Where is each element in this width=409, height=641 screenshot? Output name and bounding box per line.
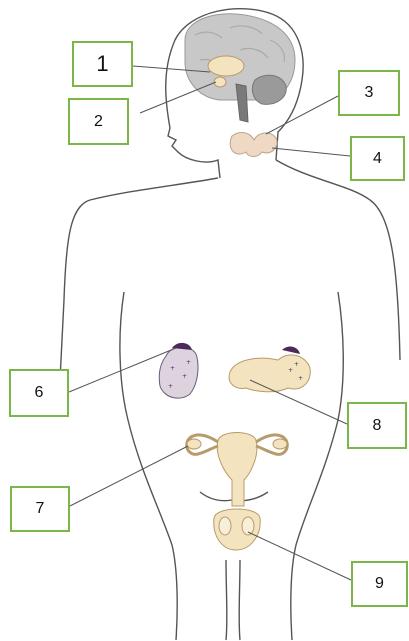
label-number-6: 6 xyxy=(35,384,44,402)
ovaries-uterus xyxy=(187,433,288,507)
label-number-8: 8 xyxy=(373,417,382,435)
svg-text:+: + xyxy=(294,361,299,368)
label-number-4: 4 xyxy=(373,150,382,168)
svg-text:+: + xyxy=(170,365,175,372)
svg-text:+: + xyxy=(168,383,173,390)
svg-text:+: + xyxy=(186,359,191,366)
label-box-1: 1 xyxy=(72,41,133,87)
brain xyxy=(185,14,295,122)
label-number-1: 1 xyxy=(96,51,108,77)
label-box-9: 9 xyxy=(351,561,408,607)
label-number-3: 3 xyxy=(365,84,374,102)
label-box-4: 4 xyxy=(350,136,405,181)
label-number-9: 9 xyxy=(375,575,384,593)
label-number-2: 2 xyxy=(94,113,103,131)
svg-text:+: + xyxy=(298,375,303,382)
label-number-7: 7 xyxy=(36,500,45,518)
pancreas-adrenal-right: +++ xyxy=(229,347,310,392)
label-box-6: 6 xyxy=(9,369,69,417)
label-box-3: 3 xyxy=(338,70,400,116)
svg-text:+: + xyxy=(288,367,293,374)
label-box-7: 7 xyxy=(10,486,70,532)
adrenal-kidney-left: + + + + xyxy=(159,343,198,398)
testes xyxy=(214,509,260,550)
label-box-8: 8 xyxy=(347,402,407,449)
svg-text:+: + xyxy=(182,373,187,380)
label-box-2: 2 xyxy=(68,98,129,145)
thyroid-gland xyxy=(230,133,277,157)
